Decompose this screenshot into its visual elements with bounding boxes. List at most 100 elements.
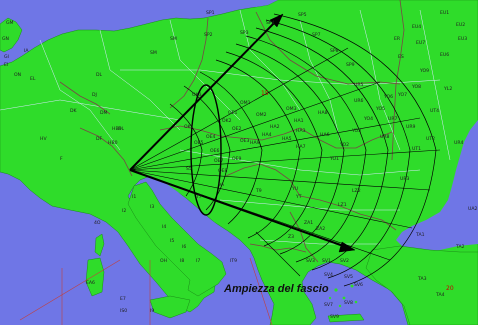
locator-label-i2: I2 bbox=[122, 208, 126, 214]
locator-label-sm: SM bbox=[150, 50, 157, 56]
aegean-islands bbox=[328, 284, 358, 308]
locator-label-ur9: UR9 bbox=[406, 124, 416, 130]
upper-beam-arrowhead bbox=[269, 13, 284, 28]
locator-label-yo5: YO5 bbox=[375, 106, 385, 112]
locator-label-sp2: SP2 bbox=[204, 32, 213, 38]
locator-label-lz1: LZ1 bbox=[338, 202, 347, 208]
locator-label-ok2: OK2 bbox=[222, 118, 232, 124]
locator-label-eu7: EU7 bbox=[416, 40, 425, 46]
locator-label-yl2: YL2 bbox=[443, 86, 452, 92]
aegean-sea bbox=[312, 266, 372, 325]
locator-label-ta3: TA3 bbox=[417, 276, 427, 282]
locator-label-ha7: HA7 bbox=[296, 144, 306, 150]
locator-label-dj: DJ bbox=[92, 92, 97, 98]
locator-label-ha9: HA9 bbox=[250, 140, 260, 146]
locator-label-za2: ZA2 bbox=[316, 226, 325, 232]
locator-label-sv4: SV4 bbox=[324, 272, 333, 278]
locator-label-ur4: UR4 bbox=[454, 140, 464, 146]
locator-label-es: ES bbox=[398, 54, 404, 60]
locator-label-yo1: YO1 bbox=[329, 156, 339, 162]
locator-label-hv: HV bbox=[40, 136, 47, 142]
locator-label-oe3: OE3 bbox=[240, 138, 250, 144]
baltic-sea bbox=[248, 0, 278, 7]
locator-label-sv3: SV3 bbox=[306, 258, 315, 264]
sicily-island bbox=[149, 295, 191, 319]
locator-label-oe8: OE8 bbox=[218, 168, 228, 174]
zone-number-15: 15 bbox=[261, 90, 269, 97]
locator-label-ha3: HA3 bbox=[296, 128, 306, 134]
upper-beam-arrow-line bbox=[129, 17, 280, 171]
locator-label-sp1: SP1 bbox=[206, 10, 215, 16]
locator-label-is0: IS0 bbox=[120, 308, 127, 314]
locator-label-om2: OM2 bbox=[256, 112, 267, 118]
locator-label-oe6: OE6 bbox=[210, 148, 220, 154]
locator-label-ta4: TA4 bbox=[435, 292, 445, 298]
locator-label-t7: T7 bbox=[195, 194, 202, 200]
locator-label-gn: GN bbox=[2, 36, 9, 42]
locator-label-oh: OH bbox=[160, 258, 167, 264]
locator-label-ur8: UR8 bbox=[380, 134, 390, 140]
lower-beam-arrow-line bbox=[129, 169, 350, 249]
locator-label-sv7: SV7 bbox=[324, 302, 333, 308]
locator-label-ut1: UT1 bbox=[412, 146, 421, 152]
locator-label-oe2: OE2 bbox=[232, 126, 242, 132]
locator-label-oe9: OE9 bbox=[232, 156, 242, 162]
locator-label-oe7: OE7 bbox=[214, 158, 224, 164]
locator-label-9a: 9A bbox=[218, 182, 225, 188]
locator-label-sv9: SV9 bbox=[330, 314, 339, 320]
locator-label-sp8: SP8 bbox=[330, 48, 339, 54]
locator-label-yo4: YO4 bbox=[363, 116, 373, 122]
corsica-island bbox=[94, 233, 105, 257]
locator-label-za1: ZA1 bbox=[304, 220, 313, 226]
locator-label-ei: EI bbox=[4, 62, 8, 68]
locator-label-ut4: UT4 bbox=[430, 108, 439, 114]
black-sea bbox=[396, 120, 478, 252]
locator-label-ua2: UA2 bbox=[468, 206, 478, 212]
locator-label-eu3: EU3 bbox=[458, 36, 467, 42]
locator-label-sp4: SP4 bbox=[266, 20, 275, 26]
locator-label-ha5: HA5 bbox=[282, 136, 292, 142]
locator-label-ok3: OK3 bbox=[192, 92, 202, 98]
lower-beam-arrowhead bbox=[338, 241, 356, 253]
anatolia-coast bbox=[365, 245, 478, 325]
locator-label-eu6: EU6 bbox=[440, 52, 449, 58]
adriatic-sea bbox=[146, 176, 254, 264]
zone-number-20: 20 bbox=[446, 285, 454, 292]
locator-grid bbox=[0, 9, 451, 245]
locator-label-yt: YT bbox=[295, 194, 302, 200]
britain-island bbox=[0, 17, 23, 53]
locator-label-er: ER bbox=[394, 36, 401, 42]
locator-label-ia: IA bbox=[24, 48, 29, 54]
locator-label-gm: GM bbox=[6, 20, 14, 26]
locator-label-eu4: EU4 bbox=[412, 24, 421, 30]
locator-label-sp9: SP9 bbox=[346, 62, 355, 68]
italy-peninsula bbox=[127, 181, 227, 297]
locator-label-hb0: HB0 bbox=[108, 140, 118, 146]
locator-label-lz2: LZ2 bbox=[352, 188, 361, 194]
locator-label-sv1: SV1 bbox=[322, 258, 331, 264]
locator-label-yo2: YO2 bbox=[339, 142, 349, 148]
locator-label-oe5: OE5 bbox=[194, 140, 204, 146]
zone-lines bbox=[19, 257, 273, 325]
locator-label-sp7: SP7 bbox=[312, 32, 321, 38]
locator-label-e7: E7 bbox=[120, 296, 126, 302]
locator-label-om3: OM3 bbox=[286, 106, 297, 112]
beam-width-caption: Ampiezza del fascio bbox=[223, 283, 329, 295]
locator-label-oe1: OE1 bbox=[228, 110, 238, 116]
locator-label-eu1: EU1 bbox=[440, 10, 449, 16]
locator-label-i5: I5 bbox=[170, 238, 174, 244]
locator-label-ea6: EA6 bbox=[86, 280, 95, 286]
locator-label-i4: I4 bbox=[162, 224, 166, 230]
locator-label-ok1: OK1 bbox=[184, 124, 194, 130]
locator-label-om1: OM1 bbox=[240, 100, 251, 106]
locator-label-i3: I3 bbox=[150, 204, 154, 210]
sardinia-island bbox=[85, 257, 105, 297]
locator-label-i1: I1 bbox=[132, 194, 136, 200]
locator-label-yo7: YO7 bbox=[397, 92, 407, 98]
locator-label-ut2: UT2 bbox=[426, 136, 435, 142]
locator-label-ha4: HA4 bbox=[262, 132, 272, 138]
locator-label-ha8: HA8 bbox=[318, 110, 328, 116]
beam-width-ellipse bbox=[190, 84, 222, 216]
